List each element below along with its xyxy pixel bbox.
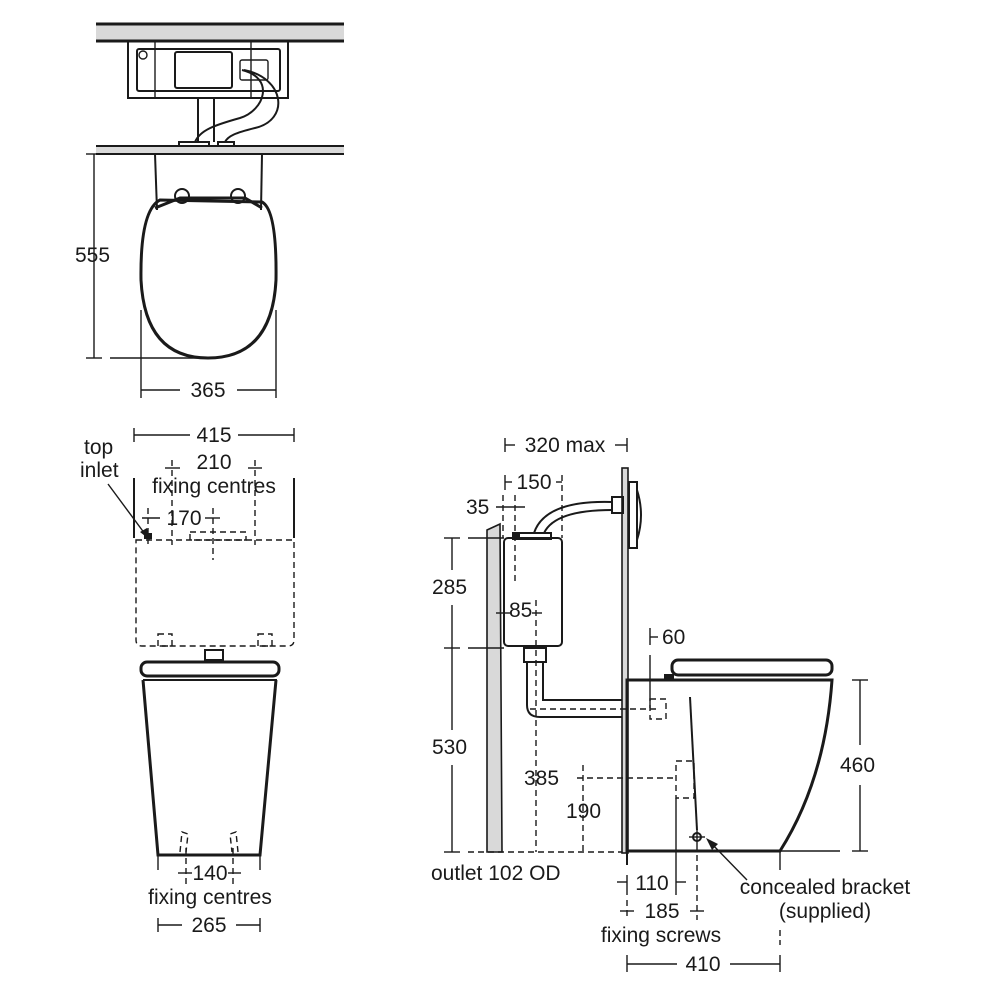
- dim-waste-height: 385: [524, 767, 560, 790]
- bracket-label-2: (supplied): [778, 900, 872, 923]
- dim-water-height: 190: [566, 800, 602, 823]
- dim-inlet-offset-side: 35: [466, 496, 490, 519]
- front-view: [107, 428, 295, 932]
- dim-pan-depth: 410: [685, 953, 721, 976]
- plan-view: [86, 22, 344, 398]
- dim-fixing-screws: 185: [644, 900, 680, 923]
- bracket-label-1: concealed bracket: [739, 876, 911, 899]
- dim-pan-height: 460: [840, 754, 876, 777]
- dim-cistern-width: 415: [196, 424, 232, 447]
- dim-cistern-depth: 150: [516, 471, 552, 494]
- dim-seat-width: 365: [190, 379, 226, 402]
- dim-cistern-fixing-centres: 210: [196, 451, 232, 474]
- dim-pan-fixing-centres: 140: [192, 862, 228, 885]
- cistern-fixing-centres-label: fixing centres: [152, 475, 276, 498]
- top-inlet-label-2: inlet: [80, 459, 119, 482]
- top-inlet-label-1: top: [84, 436, 114, 459]
- dim-cistern-base-height: 530: [432, 736, 468, 759]
- dim-pan-base-width: 265: [191, 914, 227, 937]
- dim-inlet-offset: 170: [166, 507, 202, 530]
- dim-plan-depth: 555: [75, 244, 111, 267]
- dim-connector-offset: 60: [662, 626, 686, 649]
- outlet-label: outlet 102 OD: [431, 862, 561, 885]
- dim-cistern-height: 285: [432, 576, 468, 599]
- dim-frame-depth: 320 max: [524, 434, 606, 457]
- side-view: [444, 438, 868, 972]
- pan-fixing-centres-label: fixing centres: [148, 886, 272, 909]
- fixing-screws-label: fixing screws: [600, 924, 722, 947]
- dim-fixing-offset: 110: [635, 872, 669, 895]
- dim-outlet-centre: 85: [509, 599, 533, 622]
